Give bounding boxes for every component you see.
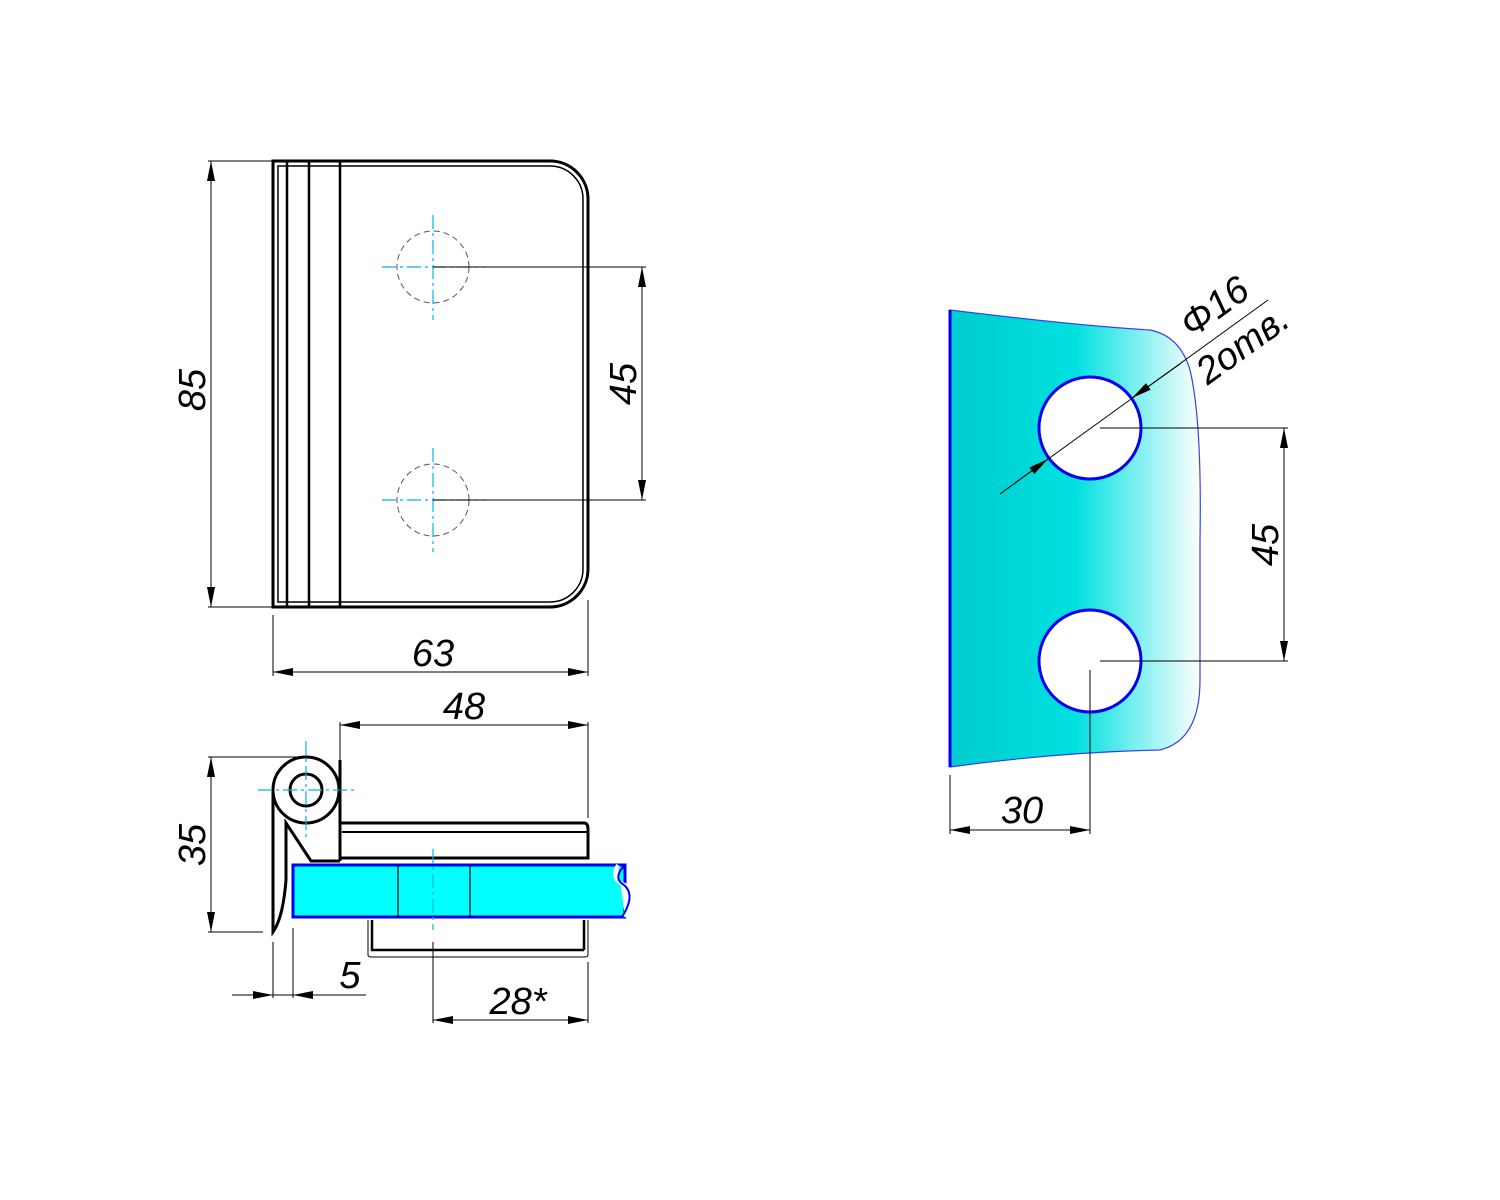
dim-45-glass: 45 bbox=[1245, 523, 1287, 566]
dim-5: 5 bbox=[339, 955, 361, 997]
glass-view: Φ16 2отв. 45 30 bbox=[948, 268, 1297, 834]
dim-45-front: 45 bbox=[603, 362, 645, 405]
front-view: 85 45 63 bbox=[172, 159, 646, 676]
dim-35: 35 bbox=[172, 823, 214, 866]
dim-63: 63 bbox=[412, 633, 454, 675]
glass-section bbox=[291, 863, 627, 919]
dim-28: 28* bbox=[488, 981, 547, 1023]
hinge-plate-outline bbox=[271, 159, 590, 609]
dim-48: 48 bbox=[443, 686, 485, 728]
dim-30: 30 bbox=[1001, 790, 1043, 832]
side-view: 48 35 5 28* bbox=[172, 686, 632, 1024]
dim-85: 85 bbox=[172, 368, 214, 411]
